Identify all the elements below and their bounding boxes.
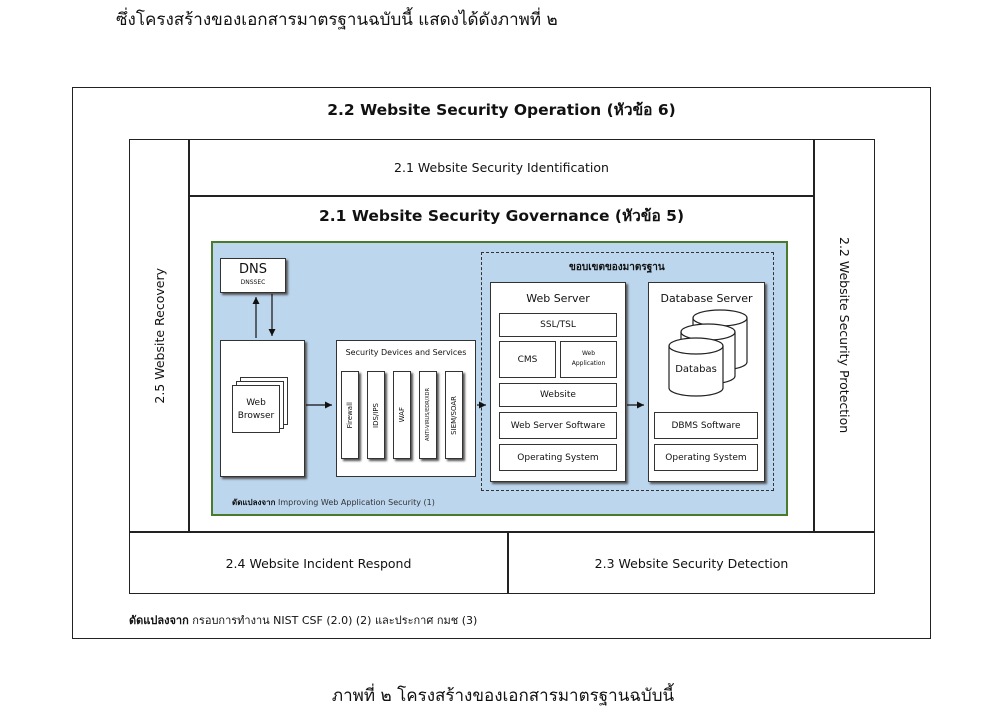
device-ids-ips-label: IDS/IPS (372, 402, 380, 428)
web-app-label-2: Application (571, 360, 606, 367)
databas-label: Databas (675, 364, 717, 375)
device-waf: WAF (393, 371, 411, 459)
operation-title: 2.2 Website Security Operation (หัวข้อ 6… (327, 100, 676, 119)
protection-column: 2.2 Website Security Protection (814, 139, 875, 532)
footnote: ดัดแปลงจาก กรอบการทำงาน NIST CSF (2.0) (… (129, 611, 477, 629)
scope-title: ขอบเขตของมาตรฐาน (569, 262, 665, 273)
os-right-box: Operating System (654, 444, 758, 471)
dbms-box: DBMS Software (654, 412, 758, 439)
web-app-box: Web Application (560, 341, 617, 378)
detection-box: 2.3 Website Security Detection (508, 532, 875, 594)
panel-source-note: ดัดแปลงจาก Improving Web Application Sec… (232, 496, 435, 509)
device-firewall: Firewall (341, 371, 359, 459)
web-server-software-box: Web Server Software (499, 412, 617, 439)
device-siem-label: SIEM/SOAR (450, 395, 458, 435)
figure-caption: ภาพที่ ๒ โครงสร้างของเอกสารมาตรฐานฉบับนี… (331, 686, 675, 706)
protection-label: 2.2 Website Security Protection (837, 237, 852, 434)
db-server-title: Database Server (660, 292, 753, 305)
incident-box: 2.4 Website Incident Respond (129, 532, 508, 594)
browser-page-front: Web Browser (232, 385, 280, 433)
scope-region (481, 252, 774, 491)
device-siem: SIEM/SOAR (445, 371, 463, 459)
intro-text: ซึ่งโครงสร้างของเอกสารมาตรฐานฉบับนี้ แสด… (116, 10, 558, 30)
dns-label: DNS (239, 262, 267, 277)
panel-source-text: Improving Web Application Security (1) (278, 498, 435, 507)
device-antivirus: ANTI-VIRUS/EDR/XDR (419, 371, 437, 459)
browser-label-2: Browser (237, 411, 275, 421)
identification-box: 2.1 Website Security Identification (189, 139, 814, 196)
device-waf-label: WAF (398, 407, 406, 423)
website-box: Website (499, 383, 617, 407)
cms-box: CMS (499, 341, 556, 378)
ssl-box: SSL/TSL (499, 313, 617, 337)
os-left-box: Operating System (499, 444, 617, 471)
dnssec-label: DNSSEC (240, 279, 266, 286)
recovery-label: 2.5 Website Recovery (151, 267, 167, 404)
database-icon (668, 309, 748, 397)
web-server-title: Web Server (526, 292, 590, 305)
panel-source-bold: ดัดแปลงจาก (232, 498, 276, 507)
recovery-column: 2.5 Website Recovery (129, 139, 189, 532)
browser-label-1: Web (246, 398, 266, 408)
web-app-label-1: Web (581, 350, 596, 357)
footnote-bold: ดัดแปลงจาก (129, 614, 189, 627)
dns-box: DNS DNSSEC (220, 258, 286, 293)
governance-title: 2.1 Website Security Governance (หัวข้อ … (318, 206, 685, 225)
device-firewall-label: Firewall (346, 401, 354, 429)
device-antivirus-label: ANTI-VIRUS/EDR/XDR (425, 388, 431, 442)
footnote-text: กรอบการทำงาน NIST CSF (2.0) (2) และประกา… (192, 614, 478, 627)
security-title: Security Devices and Services (345, 348, 467, 357)
device-ids-ips: IDS/IPS (367, 371, 385, 459)
